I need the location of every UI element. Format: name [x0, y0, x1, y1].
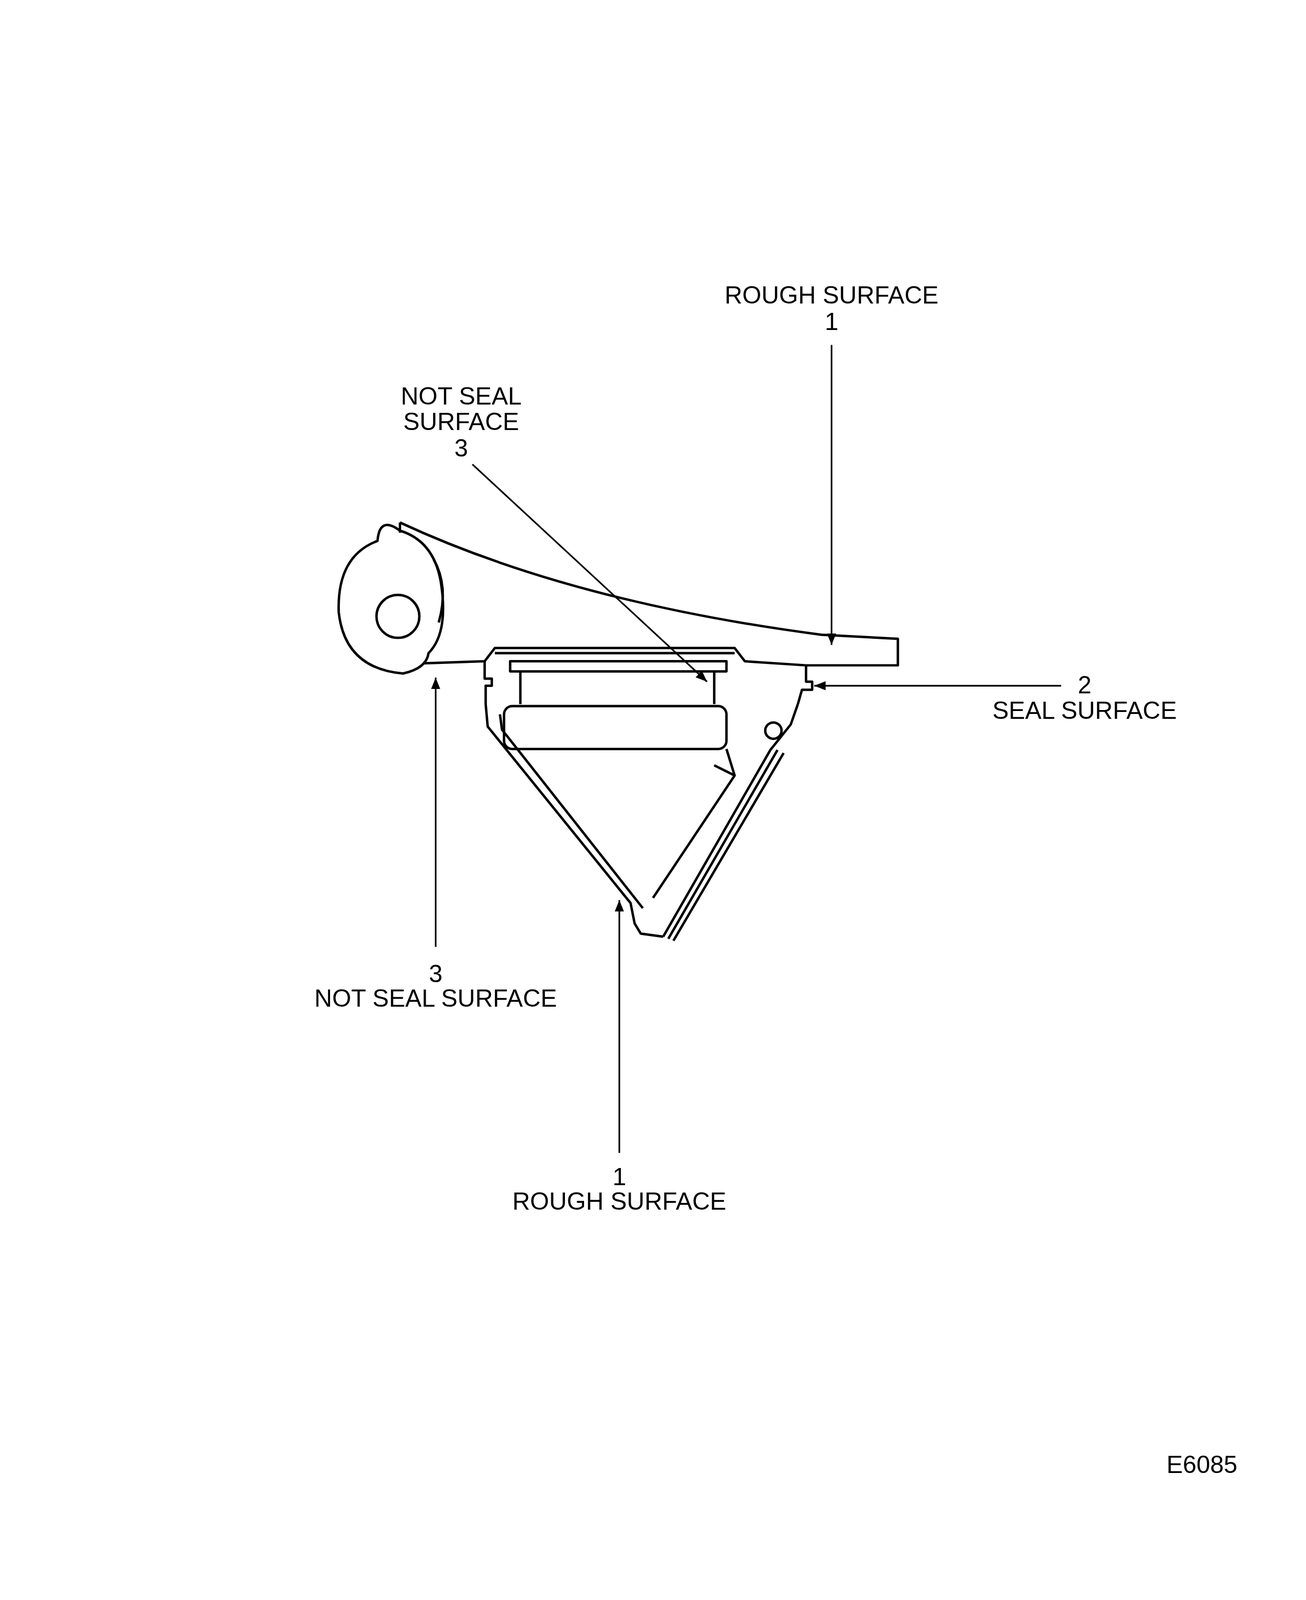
- callout-number: 2: [1077, 672, 1092, 698]
- inner-wall: [653, 748, 735, 898]
- body-left-inner: [499, 714, 643, 909]
- cover-plate: [668, 750, 784, 942]
- leader-line: [435, 677, 437, 948]
- leader-line: [814, 685, 1061, 687]
- seal-step-right: [797, 665, 813, 705]
- body-right: [663, 704, 798, 937]
- hinge-rib: [433, 559, 443, 623]
- body-left: [485, 704, 664, 937]
- seal-step-left: [484, 661, 492, 705]
- plate-outline: [400, 522, 898, 666]
- leader-line: [618, 899, 620, 1153]
- part-label: NOT SEAL SURFACE: [372, 383, 550, 435]
- plate-bottom: [423, 648, 806, 666]
- hinge-lug: [338, 525, 444, 674]
- plate-lip: [494, 651, 735, 655]
- callout-number: 3: [428, 961, 443, 987]
- bore-walls: [520, 671, 715, 705]
- callout-number: 1: [824, 308, 839, 335]
- inner-step: [714, 765, 735, 776]
- hinge-pin: [376, 594, 420, 638]
- callout-number: 3: [454, 435, 468, 461]
- pivot-hole: [765, 722, 782, 739]
- callout-number: 1: [612, 1164, 627, 1190]
- part-label: SEAL SURFACE: [992, 697, 1178, 724]
- leader-line: [830, 345, 833, 646]
- leader-line: [472, 464, 708, 682]
- leader-lines: [435, 345, 1061, 1154]
- part-label: NOT SEAL SURFACE: [314, 985, 558, 1012]
- housing-drawing: [338, 522, 898, 942]
- part-label: ROUGH SURFACE: [724, 282, 939, 308]
- part-label: ROUGH SURFACE: [512, 1188, 727, 1215]
- seal-ring: [504, 706, 727, 749]
- figure-id: E6085: [1166, 1452, 1238, 1478]
